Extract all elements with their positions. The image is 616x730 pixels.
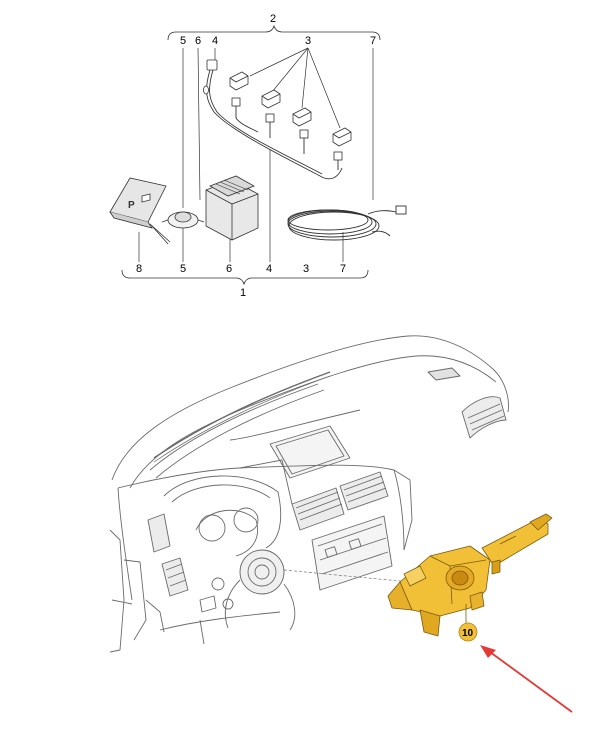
label-top-3: 3 <box>305 35 311 47</box>
group-bracket-top <box>167 24 381 41</box>
label-bottom-5: 5 <box>180 263 186 275</box>
label-top-5: 5 <box>180 35 186 47</box>
label-group-2: 2 <box>270 13 276 25</box>
wiring-harness <box>206 69 343 180</box>
control-module <box>205 175 259 241</box>
label-bottom-8: 8 <box>136 263 142 275</box>
label-top-4: 4 <box>212 35 218 47</box>
buzzer <box>161 211 205 229</box>
label-top-7: 7 <box>370 35 376 47</box>
steering-column-switch <box>387 513 553 637</box>
label-bottom-6: 6 <box>226 263 232 275</box>
leader-lines <box>138 47 374 262</box>
park-assist-switch: P <box>109 177 171 245</box>
callout-10: 10 <box>458 622 478 642</box>
grommet-icon <box>203 85 209 95</box>
label-bottom-3: 3 <box>303 263 309 275</box>
switch-sticker: P <box>128 200 135 211</box>
group-bracket-bottom <box>121 269 369 286</box>
parking-sensor-icon <box>261 89 281 109</box>
label-bottom-7: 7 <box>340 263 346 275</box>
label-bottom-4: 4 <box>266 263 272 275</box>
alignment-line <box>283 569 411 583</box>
callout-number: 10 <box>462 628 474 639</box>
parking-sensor-icon <box>229 71 249 91</box>
parking-sensor-icon <box>332 127 352 147</box>
parking-sensor-icon <box>292 107 312 127</box>
dashboard <box>109 335 509 653</box>
label-group-1: 1 <box>240 287 246 299</box>
pointer-arrow <box>480 645 573 713</box>
sensor-group <box>229 71 352 147</box>
extension-cable <box>287 205 407 241</box>
label-top-6: 6 <box>195 35 201 47</box>
harness-connectors <box>206 59 343 161</box>
